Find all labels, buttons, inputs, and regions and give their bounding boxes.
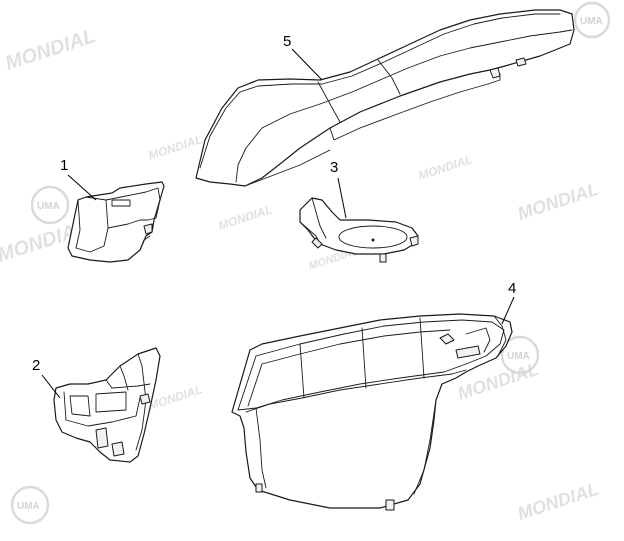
callout-3: 3: [330, 159, 347, 219]
watermark-text: MONDIAL: [147, 132, 205, 163]
part-4-storage-box: [231, 313, 513, 511]
watermark-text: MONDIAL: [515, 179, 601, 224]
part-1-cover: [67, 181, 165, 263]
logo-text: UMA: [37, 201, 60, 212]
watermark-text: MONDIAL: [515, 479, 601, 524]
uma-logo-icon: UMA: [10, 485, 50, 525]
callout-label: 1: [60, 157, 68, 174]
watermark-text: MONDIAL: [147, 382, 205, 413]
callout-4: 4: [501, 280, 516, 325]
uma-logo-icon: UMA: [30, 185, 70, 225]
watermark-text: MONDIAL: [417, 152, 475, 183]
watermark-text: MONDIAL: [3, 25, 99, 75]
uma-logo-icon: UMA: [500, 335, 540, 375]
part-2-bracket: [53, 347, 161, 463]
callout-label: 3: [330, 159, 338, 176]
part-5-seat: [195, 9, 575, 187]
callout-5: 5: [283, 33, 323, 81]
uma-logo-icon: UMA: [573, 1, 611, 39]
logo-text: UMA: [17, 501, 40, 512]
callout-label: 4: [508, 280, 516, 297]
logo-text: UMA: [580, 16, 603, 27]
callout-2: 2: [32, 357, 61, 399]
part-3-bracket: [299, 197, 419, 263]
callout-label: 2: [32, 357, 40, 374]
callout-label: 5: [283, 33, 291, 50]
logo-text: UMA: [507, 351, 530, 362]
callout-1: 1: [60, 157, 97, 201]
watermark-text: MONDIAL: [217, 202, 275, 233]
